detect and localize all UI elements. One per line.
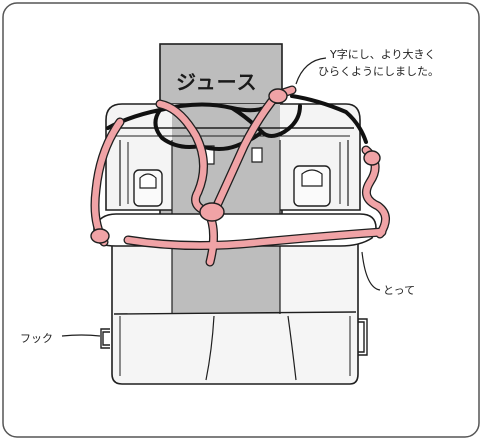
- carton-label: ジュース: [176, 70, 258, 94]
- pink-rope: [90, 85, 390, 267]
- leader-lines: [61, 57, 381, 337]
- hook-label: フック: [20, 332, 53, 345]
- handle-label: とって: [383, 284, 416, 297]
- leader-y-shape: [295, 57, 327, 85]
- leader-hook: [61, 334, 101, 337]
- leader-handle: [361, 251, 381, 291]
- black-cord: [106, 94, 368, 151]
- hook-left: [100, 328, 110, 349]
- bag-body: [111, 239, 359, 385]
- note-y-shape-line1: Y字にし、より大きく: [330, 48, 436, 61]
- bag-top: [105, 103, 361, 234]
- hook-right: [358, 318, 368, 356]
- note-y-shape-line2: ひらくようにしました。: [318, 65, 439, 78]
